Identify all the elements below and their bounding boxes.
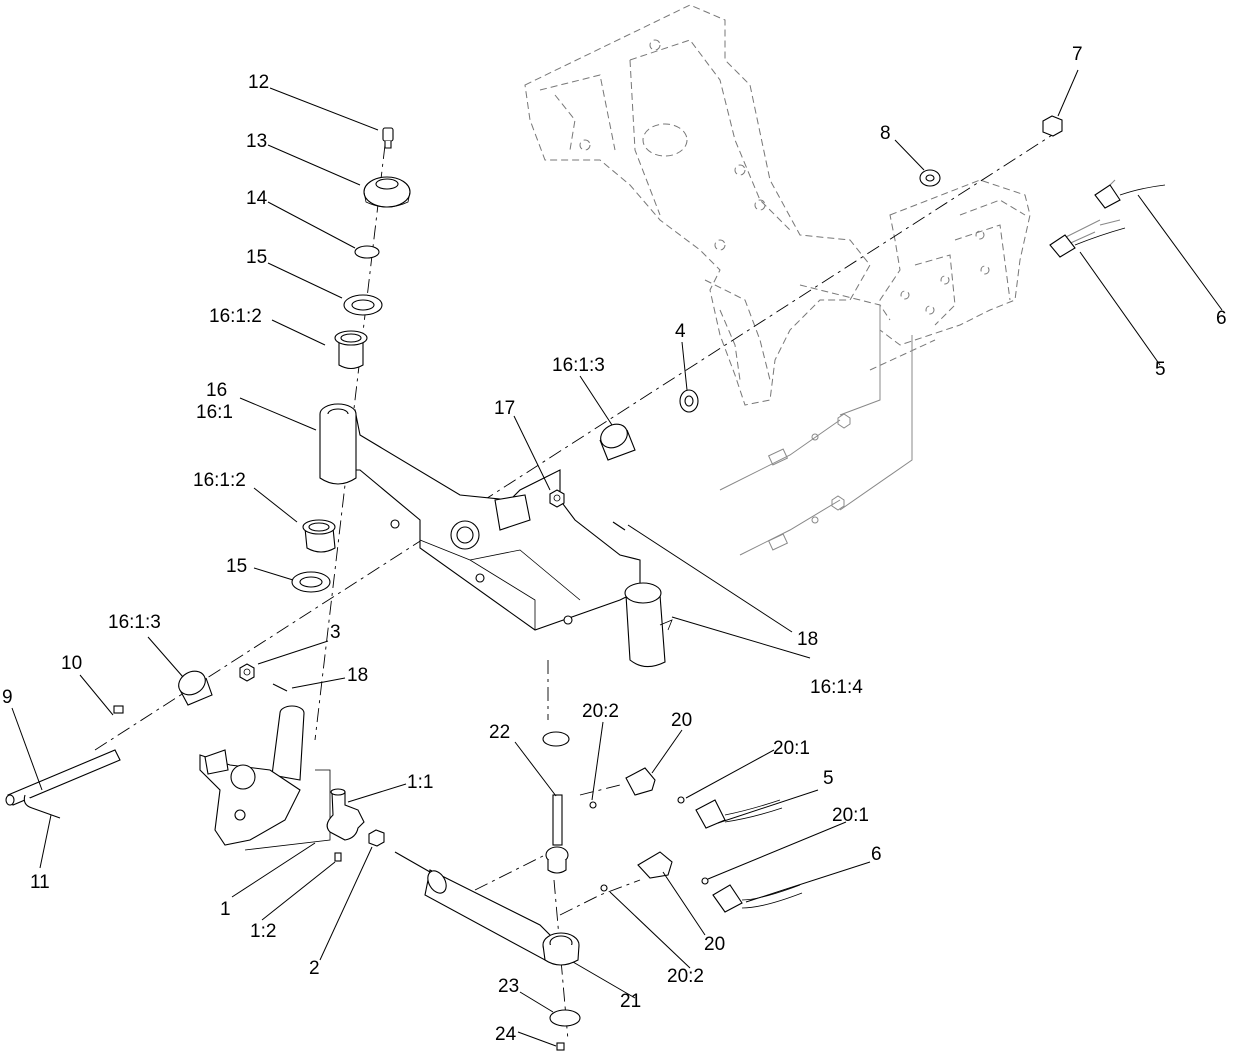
callout-21: 21 — [620, 991, 641, 1012]
part-21-cylinder — [394, 851, 580, 966]
callout-11: 11 — [30, 872, 50, 893]
callout-24: 24 — [495, 1024, 517, 1045]
part-18-pin-right — [612, 521, 626, 531]
callout-10: 10 — [61, 653, 82, 674]
callout-18-left: 18 — [347, 665, 368, 686]
callout-20-2-lower: 20:2 — [667, 966, 704, 987]
part-11-hairpin — [23, 794, 61, 819]
part-24-grease-fitting — [556, 1042, 565, 1051]
callout-2: 2 — [309, 958, 320, 979]
part-10-grease-fitting — [113, 705, 124, 714]
callout-23: 23 — [498, 976, 519, 997]
part-1-tie-rod-end — [326, 788, 365, 862]
callout-4: 4 — [675, 321, 686, 342]
callout-15-upper: 15 — [246, 247, 267, 268]
part-16-1-3-bushing-right — [599, 423, 636, 461]
part-20-elbow-fittings — [589, 767, 709, 892]
callout-12: 12 — [248, 72, 269, 93]
callout-1-1: 1:1 — [407, 772, 433, 793]
callout-8: 8 — [880, 123, 891, 144]
part-2-jam-nut — [368, 829, 385, 847]
callout-17: 17 — [494, 398, 515, 419]
callout-16: 16 — [206, 380, 227, 401]
callout-16-1-3-left: 16:1:3 — [108, 612, 161, 633]
callout-6-lower: 6 — [871, 844, 882, 865]
callout-14: 14 — [246, 188, 268, 209]
part-16-axle-arm — [319, 403, 673, 668]
callout-18-right: 18 — [797, 629, 818, 650]
part-5-6-hoses-upper — [1049, 184, 1166, 258]
part-15-washer-upper — [343, 294, 383, 316]
part-12-bolt — [382, 127, 394, 149]
part-16-1-3-bushing-left — [178, 670, 213, 706]
part-13-cap — [363, 176, 411, 208]
callout-16-1-4: 16:1:4 — [810, 677, 863, 698]
callout-3: 3 — [330, 622, 341, 643]
part-5-6-hoses-lower — [695, 799, 803, 913]
callout-22: 22 — [489, 722, 510, 743]
callout-20-1-lower: 20:1 — [832, 805, 869, 826]
frame-ghost-outline — [524, 4, 1121, 556]
callout-20-1-upper: 20:1 — [773, 738, 810, 759]
callout-16-1-3-right: 16:1:3 — [552, 355, 605, 376]
callout-6-upper: 6 — [1216, 308, 1227, 329]
callout-labels: 12 13 14 15 16:1:2 16 16:1 16:1:2 15 16:… — [2, 44, 1227, 1045]
callout-13: 13 — [246, 131, 267, 152]
assembly-axes — [94, 129, 1061, 1041]
part-8-washer — [919, 169, 941, 187]
part-4-washer — [679, 389, 699, 413]
callout-7: 7 — [1072, 44, 1083, 65]
callout-1-2: 1:2 — [250, 921, 276, 942]
callout-20-lower: 20 — [704, 934, 725, 955]
callout-15-lower: 15 — [226, 556, 247, 577]
part-22-stud-grommet — [542, 731, 570, 874]
callout-20-upper: 20 — [671, 710, 692, 731]
part-14-snap-ring — [354, 245, 380, 259]
leader-lines — [11, 69, 1223, 1047]
callout-16-1-2-upper: 16:1:2 — [209, 306, 262, 327]
part-17-nut — [549, 489, 565, 508]
part-7-nut — [1042, 115, 1063, 137]
callout-1: 1 — [220, 899, 231, 920]
part-16-1-2-bushing-upper — [334, 330, 368, 370]
part-spindle — [199, 705, 305, 846]
part-18-pin-left — [272, 683, 288, 692]
part-3-nut — [239, 663, 255, 682]
callout-20-2-upper: 20:2 — [582, 701, 619, 722]
part-15-washer-lower — [291, 571, 331, 593]
part-23-snap-ring — [549, 1009, 581, 1027]
callout-9: 9 — [2, 687, 13, 708]
callout-5-lower: 5 — [823, 768, 834, 789]
callout-16-1-2-lower: 16:1:2 — [193, 470, 246, 491]
callout-16-1: 16:1 — [196, 402, 233, 423]
part-9-pivot-pin — [5, 749, 121, 806]
part-16-1-2-bushing-lower — [302, 519, 336, 553]
callout-5-upper: 5 — [1155, 359, 1166, 380]
